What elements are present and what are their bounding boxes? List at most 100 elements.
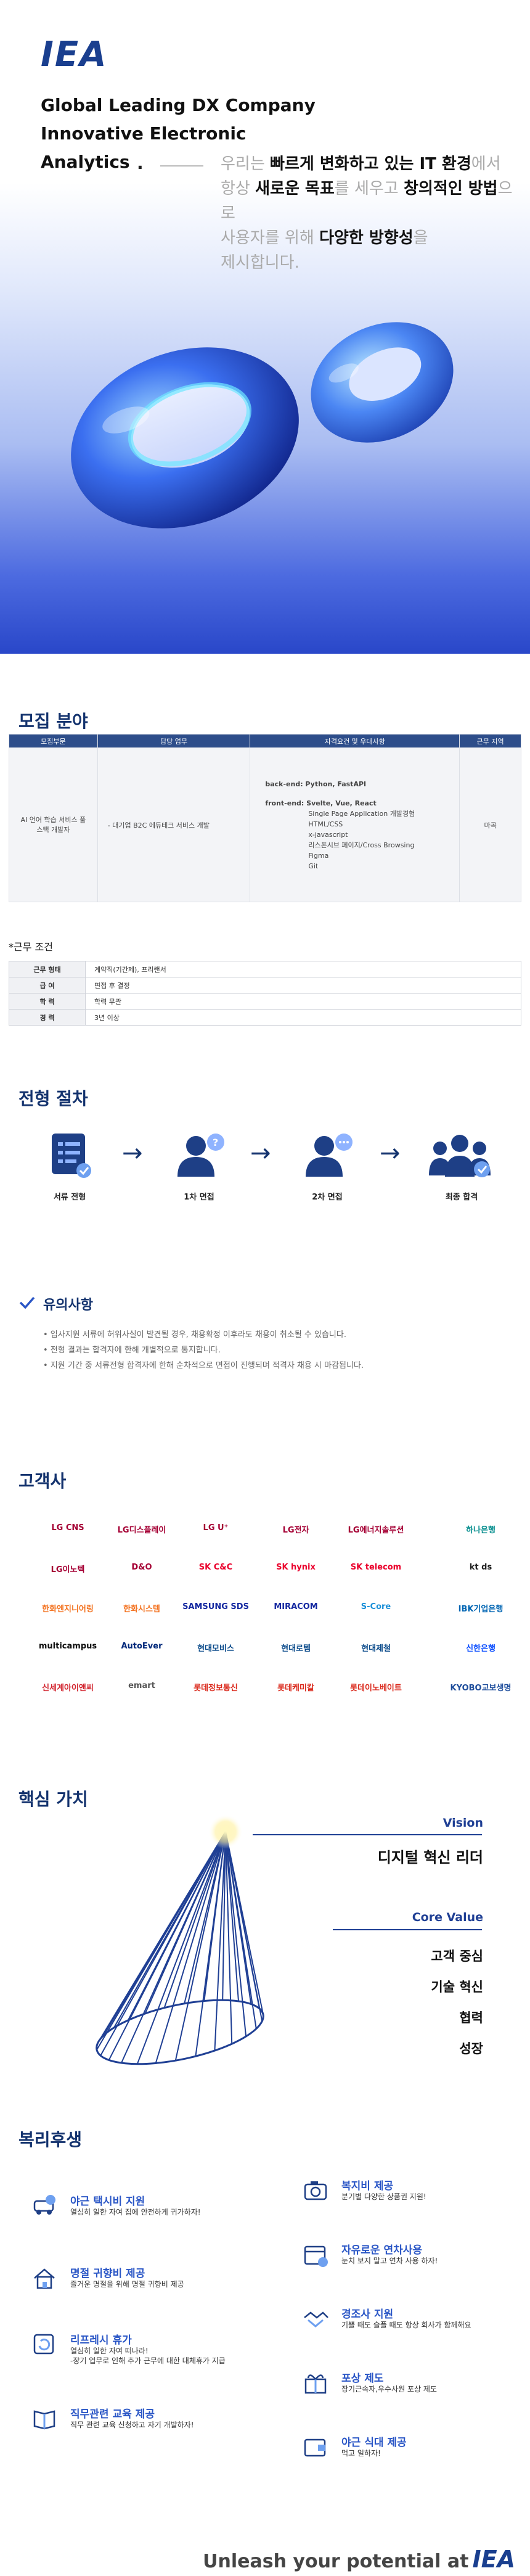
recruit-duty: - 대기업 B2C 에듀테크 서비스 개발 [97, 747, 251, 902]
client-logo: LG에너지솔루션 [348, 1526, 404, 1535]
intro-highlight: 다양한 방향성 [319, 229, 414, 247]
gift-icon [304, 2374, 327, 2394]
notice-item: • 전형 결과는 합격자에 한해 개별적으로 통지합니다. [43, 1346, 221, 1355]
client-logo: LG이노텍 [51, 1565, 85, 1574]
recruit-field: AI 언어 학습 서비스 풀스택 개발자 [9, 747, 98, 902]
arrow-right-icon: → [250, 1139, 271, 1167]
process-step: 최종 합격 [445, 1193, 478, 1202]
client-logo: 롯데이노베이트 [350, 1684, 402, 1693]
benefit-description: 직무 관련 교육 신청하고 자기 개발하자! [70, 2420, 194, 2430]
client-logo: emart [128, 1681, 155, 1690]
benefit-description-line: 열심히 일한 자여 떠나라! [70, 2347, 149, 2355]
process-step: 서류 전형 [53, 1193, 86, 1202]
team-icon [429, 1135, 491, 1177]
recruit-section-title: 모집 분야 [18, 711, 88, 731]
client-logo: 하나은행 [466, 1526, 495, 1535]
slogan-line: Global Leading DX Company [41, 95, 316, 115]
checkmark-icon [19, 1296, 35, 1309]
benefit-title: 리프레시 휴가 [70, 2334, 132, 2347]
core-value-item: 협력 [459, 2010, 483, 2025]
condition-value: 면접 후 결정 [85, 977, 521, 994]
cone-line [225, 1831, 252, 2004]
notice-list: • 입사지원 서류에 허위사실이 발견될 경우, 채용확정 이후라도 채용이 취… [43, 1327, 364, 1373]
benefit-description: 분기별 다양한 상품권 지원! [341, 2192, 426, 2202]
footer-brand-logo: IEA [472, 2546, 515, 2573]
benefit-description: 먹고 일하자! [341, 2448, 381, 2458]
intro-highlight: 빠르게 변화하고 있는 IT 환경 [270, 155, 471, 173]
process-step: 2차 면접 [312, 1193, 343, 1202]
intro-text: 에서 [471, 155, 501, 173]
cone-line [225, 1831, 239, 2002]
wallet-icon [304, 2438, 326, 2457]
cone-line [127, 1831, 226, 2021]
client-logo: 신세계아이앤씨 [42, 1684, 94, 1693]
core-value-item: 기술 혁신 [431, 1980, 483, 1994]
condition-value: 학력 무관 [85, 993, 521, 1010]
book-icon [33, 2410, 55, 2430]
footer-text: Unleash your potential at [203, 2551, 469, 2572]
vision-divider [253, 1834, 482, 1835]
client-logo: 현대모비스 [197, 1644, 234, 1653]
condition-key: 근무 형태 [9, 961, 86, 977]
core-value-label: Core Value [412, 1911, 483, 1924]
client-logo: IBK기업은행 [458, 1605, 504, 1614]
benefit-description: 기쁠 때도 슬플 때도 항상 회사가 함께해요 [341, 2320, 471, 2330]
benefit-title: 야근 식대 제공 [341, 2437, 407, 2449]
client-logo: 신한은행 [466, 1644, 495, 1653]
cone-line [225, 1831, 260, 2009]
benefit-description-line: 기쁠 때도 슬플 때도 항상 회사가 함께해요 [341, 2321, 471, 2329]
benefit-description: 장기근속자,우수사원 포상 제도 [341, 2384, 437, 2394]
condition-key: 급 여 [9, 977, 86, 994]
benefit-description-line: 즐거운 명절을 위해 명절 귀향비 제공 [70, 2280, 184, 2289]
client-logo: LG CNS [51, 1523, 84, 1533]
intro-highlight: 새로운 목표 [255, 179, 335, 198]
benefit-title: 경조사 지원 [341, 2308, 394, 2321]
cone-line [184, 1831, 226, 2004]
vision-text: 디지털 혁신 리더 [377, 1849, 483, 1866]
cone-line [103, 1831, 226, 2036]
client-logo: SK telecom [350, 1563, 402, 1572]
cone-line [155, 1831, 226, 2064]
notice-item: • 지원 기간 중 서류전형 합격자에 한해 순차적으로 면접이 진행되며 적격… [43, 1361, 364, 1370]
client-logo: 현대로템 [281, 1644, 311, 1653]
intro-text: 를 세우고 [334, 179, 404, 198]
client-logo: KYOBO교보생명 [450, 1684, 512, 1693]
vision-label: Vision [442, 1816, 483, 1830]
cone-graphic [96, 1814, 264, 2065]
client-logo: AutoEver [121, 1642, 163, 1651]
benefit-title: 포상 제도 [341, 2372, 384, 2385]
client-logo: LG디스플레이 [117, 1526, 166, 1535]
cone-line [144, 1831, 226, 2014]
cone-line [214, 1831, 226, 2051]
cone-line [222, 1831, 226, 2001]
client-logo: 한화시스템 [123, 1605, 160, 1614]
benefit-description-line: 직무 관련 교육 신청하고 자기 개발하자! [70, 2421, 194, 2429]
torus-graphic [71, 322, 454, 529]
document-icon [52, 1134, 91, 1178]
benefit-description-line: 열심히 일한 자여 집에 안전하게 귀가하자! [70, 2208, 201, 2216]
cone-line [163, 1831, 226, 2009]
recruit-table: 모집부문 담당 업무 자격요건 및 우대사항 근무 지역 AI 언어 학습 서비… [9, 734, 521, 902]
req-frontend: front-end: Svelte, Vue, React [265, 799, 377, 807]
condition-key: 경 력 [9, 1009, 86, 1026]
condition-value: 계약직(기간제), 프리랜서 [85, 961, 521, 977]
table-header: 자격요건 및 우대사항 [250, 734, 460, 748]
svg-text:?: ? [213, 1137, 218, 1148]
benefit-title: 직무관련 교육 제공 [70, 2408, 155, 2421]
client-logo: multicampus [38, 1642, 97, 1651]
client-logo: kt ds [469, 1563, 492, 1572]
table-header-row: 모집부문 담당 업무 자격요건 및 우대사항 근무 지역 [9, 734, 521, 748]
table-row: AI 언어 학습 서비스 풀스택 개발자 - 대기업 B2C 에듀테크 서비스 … [9, 747, 521, 902]
benefit-description-line: 눈치 보지 말고 연차 사용 하자! [341, 2257, 438, 2265]
company-logo: IEA [41, 35, 108, 75]
slogan-line: Analytics [41, 152, 130, 172]
camera-icon [304, 2181, 327, 2200]
